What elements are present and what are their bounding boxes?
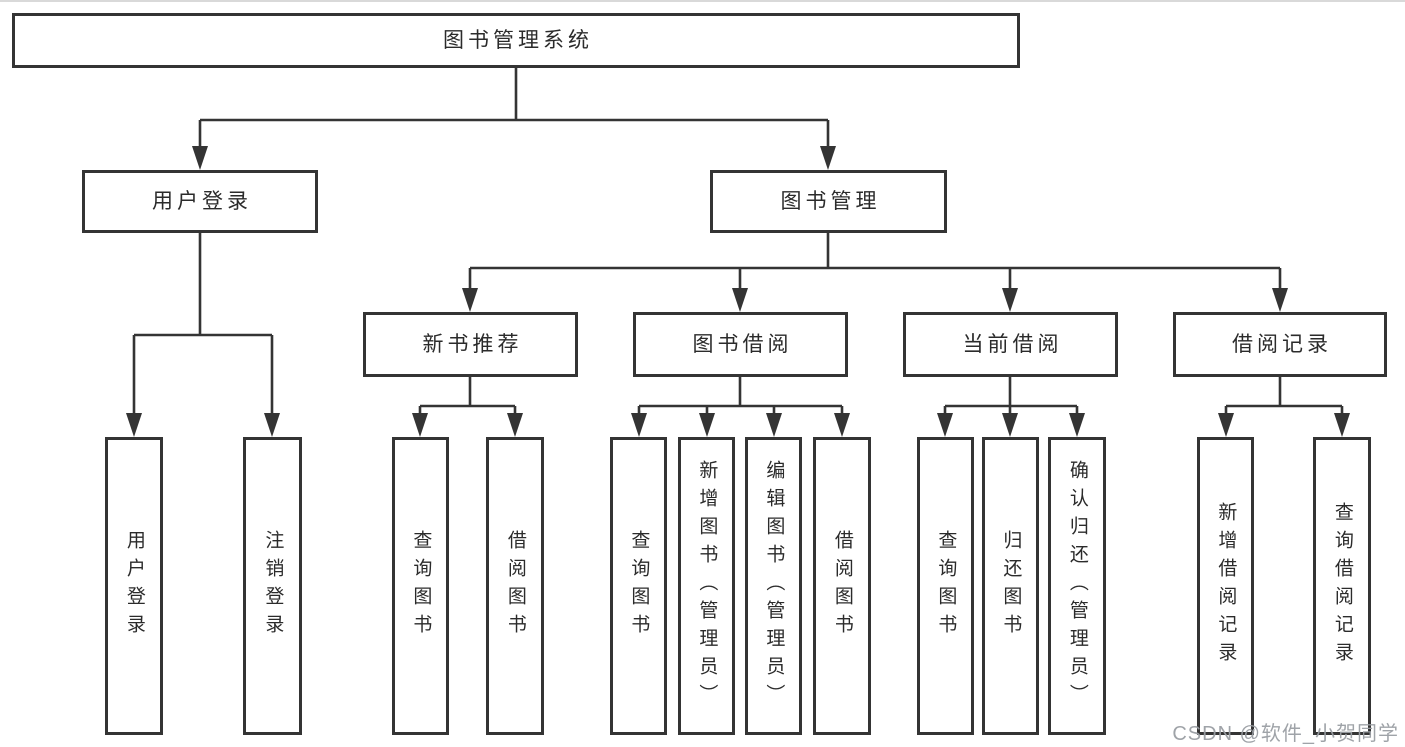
leaf-return-books-label: 归还图书 (1000, 530, 1022, 642)
connector-user-login-children (126, 233, 280, 437)
node-user-login-label: 用户登录 (152, 190, 252, 213)
node-current-borrowing: 当前借阅 (903, 312, 1118, 377)
connector-root-to-level2 (192, 68, 836, 170)
node-root: 图书管理系统 (12, 13, 1020, 68)
connector-current-borrowing-children (937, 377, 1085, 437)
leaf-query-books-recommend: 查询图书 (392, 437, 449, 735)
leaf-borrow-books-borrowing: 借阅图书 (813, 437, 871, 735)
node-borrowing-records-label: 借阅记录 (1232, 333, 1332, 356)
node-new-book-recommend: 新书推荐 (363, 312, 578, 377)
leaf-return-books: 归还图书 (982, 437, 1039, 735)
leaf-user-login-label: 用户登录 (123, 530, 145, 642)
leaf-query-books-recommend-label: 查询图书 (410, 530, 432, 642)
node-book-borrowing: 图书借阅 (633, 312, 848, 377)
leaf-edit-books-admin-label: 编辑图书（管理员） (763, 460, 785, 712)
node-book-management: 图书管理 (710, 170, 947, 233)
leaf-query-books-current-label: 查询图书 (935, 530, 957, 642)
node-book-management-label: 图书管理 (780, 190, 881, 213)
leaf-borrow-books-recommend: 借阅图书 (486, 437, 544, 735)
node-user-login: 用户登录 (82, 170, 318, 233)
connector-book-management-children (462, 233, 1288, 312)
leaf-query-borrow-record-label: 查询借阅记录 (1331, 502, 1353, 670)
csdn-watermark: CSDN @软件_小贺同学 (1172, 723, 1399, 745)
leaf-logout: 注销登录 (243, 437, 302, 735)
node-borrowing-records: 借阅记录 (1173, 312, 1387, 377)
node-new-book-recommend-label: 新书推荐 (422, 333, 523, 356)
leaf-edit-books-admin: 编辑图书（管理员） (745, 437, 802, 735)
leaf-query-books-borrowing: 查询图书 (610, 437, 667, 735)
node-book-borrowing-label: 图书借阅 (692, 333, 793, 356)
leaf-confirm-return-admin: 确认归还（管理员） (1048, 437, 1106, 735)
leaf-query-borrow-record: 查询借阅记录 (1313, 437, 1371, 735)
leaf-user-login: 用户登录 (105, 437, 163, 735)
leaf-query-books-current: 查询图书 (917, 437, 974, 735)
connector-book-borrowing-children (631, 377, 850, 437)
leaf-query-books-borrowing-label: 查询图书 (628, 530, 650, 642)
leaf-logout-label: 注销登录 (262, 530, 284, 642)
leaf-borrow-books-recommend-label: 借阅图书 (504, 530, 526, 642)
node-current-borrowing-label: 当前借阅 (962, 333, 1063, 356)
leaf-add-books-admin-label: 新增图书（管理员） (696, 460, 718, 712)
leaf-add-books-admin: 新增图书（管理员） (678, 437, 735, 735)
leaf-borrow-books-borrowing-label: 借阅图书 (831, 530, 853, 642)
connector-borrowing-records-children (1218, 377, 1350, 437)
page-top-border (0, 0, 1405, 2)
leaf-confirm-return-admin-label: 确认归还（管理员） (1066, 460, 1088, 712)
node-root-label: 图书管理系统 (443, 29, 593, 52)
leaf-add-borrow-record: 新增借阅记录 (1197, 437, 1254, 735)
leaf-add-borrow-record-label: 新增借阅记录 (1215, 502, 1237, 670)
connector-new-book-recommend-children (412, 377, 523, 437)
